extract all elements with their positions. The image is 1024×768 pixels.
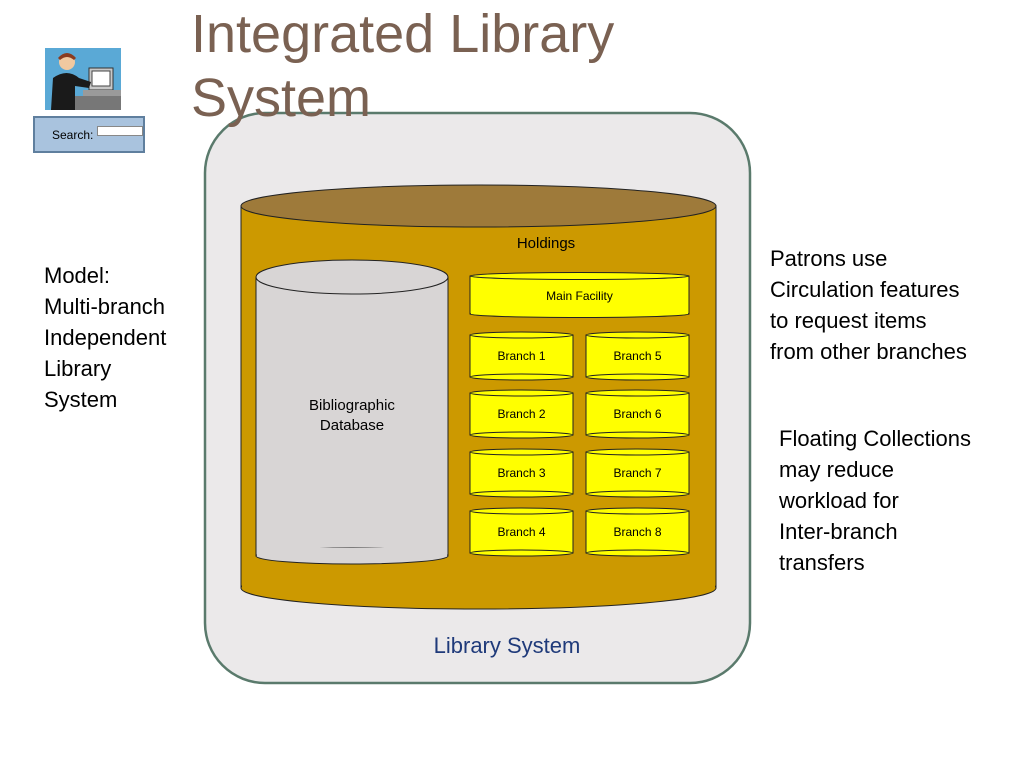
branch-4-label: Branch 4: [497, 525, 545, 539]
branch-8-label: Branch 8: [613, 525, 661, 539]
patrons-note: Patrons use Circulation features to requ…: [770, 246, 967, 364]
bib-db-label-line1: Bibliographic: [309, 397, 395, 414]
branch-7-cylinder: [585, 448, 690, 498]
branch-4-cylinder: [469, 507, 574, 557]
branch-1-label: Branch 1: [497, 349, 545, 363]
branch-3-label: Branch 3: [497, 466, 545, 480]
search-label: Search:: [52, 128, 94, 142]
model-description: Model: Multi-branch Independent Library …: [44, 263, 167, 412]
branch-7-label: Branch 7: [613, 466, 661, 480]
bibliographic-database-cylinder: [255, 259, 449, 565]
floating-collections-note: Floating Collections may reduce workload…: [779, 426, 971, 575]
branch-5-cylinder: [585, 331, 690, 381]
branch-1-cylinder: [469, 331, 574, 381]
branch-5-label: Branch 5: [613, 349, 661, 363]
main-facility-label: Main Facility: [546, 289, 613, 303]
page-title: Integrated Library System: [191, 4, 615, 128]
branch-2-label: Branch 2: [497, 407, 545, 421]
search-input[interactable]: [97, 126, 143, 136]
branch-6-label: Branch 6: [613, 407, 661, 421]
branch-8-cylinder: [585, 507, 690, 557]
branch-6-cylinder: [585, 389, 690, 439]
library-system-label: Library System: [434, 633, 581, 658]
main-facility-cylinder: [469, 272, 690, 318]
bib-db-label-line2: Database: [320, 417, 384, 434]
person-at-computer-icon: [45, 48, 121, 110]
branch-2-cylinder: [469, 389, 574, 439]
holdings-label: Holdings: [517, 235, 575, 252]
search-box: Search:: [33, 116, 145, 153]
branch-3-cylinder: [469, 448, 574, 498]
